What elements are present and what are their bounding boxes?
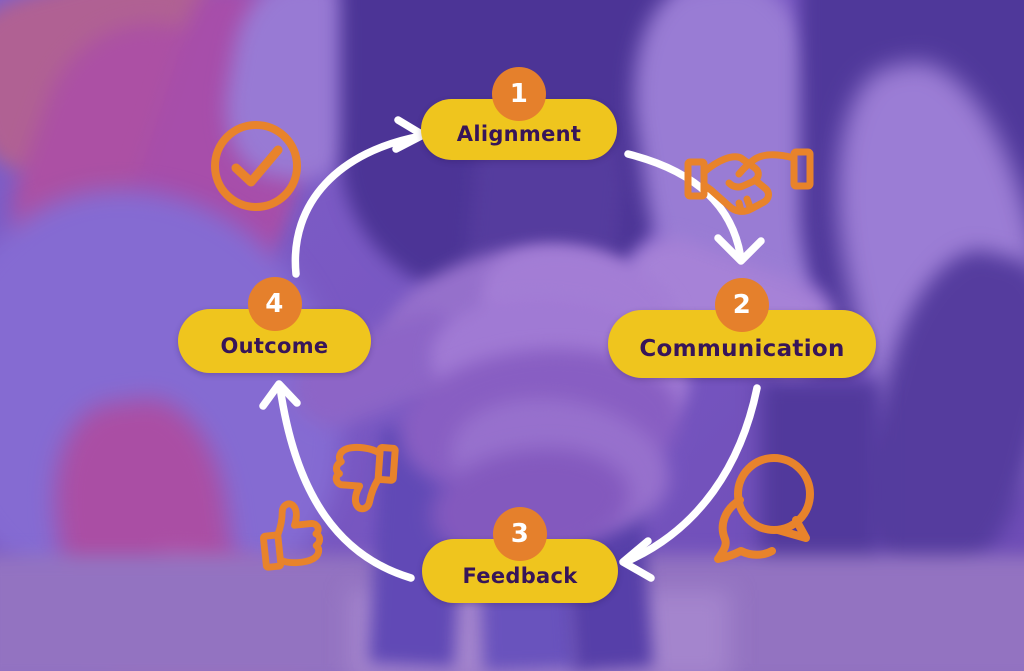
arrowhead <box>619 537 655 582</box>
arrow-communication-to-feedback <box>626 384 761 564</box>
step-label: Feedback <box>462 563 578 588</box>
step-pill-feedback: 3 Feedback <box>422 507 618 603</box>
arrowhead <box>714 234 765 265</box>
step-number-badge: 1 <box>492 67 546 121</box>
step-number-badge: 2 <box>715 278 769 332</box>
arrow-alignment-to-communication <box>624 150 745 263</box>
step-pill-outcome: 4 Outcome <box>178 277 371 373</box>
arrowhead <box>392 116 427 153</box>
arrowhead <box>259 380 301 410</box>
step-label: Alignment <box>456 122 582 146</box>
step-number-badge: 4 <box>247 277 302 331</box>
step-pill-alignment: 1 Alignment <box>421 67 617 160</box>
step-label: Outcome <box>220 333 329 358</box>
arrow-feedback-to-outcome <box>276 383 415 582</box>
thumbs-down-icon <box>317 437 400 522</box>
thumbs-up-icon <box>254 488 338 574</box>
step-label: Communication <box>639 335 845 362</box>
checkmark-circle-icon <box>208 118 304 214</box>
arrow-outcome-to-alignment <box>291 132 425 278</box>
step-pill-communication: 2 Communication <box>608 278 876 378</box>
handshake-icon <box>683 140 815 216</box>
chat-bubbles-icon <box>712 450 820 565</box>
step-number-badge: 3 <box>493 507 547 561</box>
